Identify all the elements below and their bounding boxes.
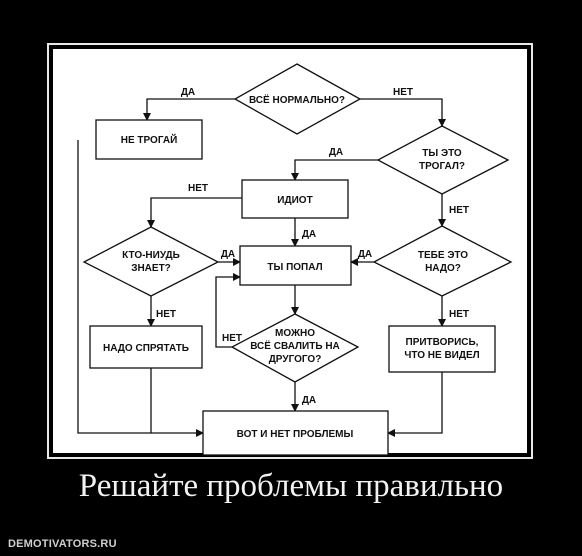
edge-normal-yes (143, 98, 235, 121)
edge-normal-no (360, 98, 446, 127)
box-pritvoris: ПРИТВОРИСЬ, ЧТО НЕ ВИДЕЛ (388, 325, 496, 373)
label-no: НЕТ (393, 87, 413, 98)
svg-text:НАДО?: НАДО? (425, 263, 461, 274)
poster-frame (47, 43, 533, 459)
edge-idiot-no (147, 197, 242, 228)
decision-ty-eto-trogal: ТЫ ЭТО ТРОГАЛ? (376, 125, 510, 195)
label-no: НЕТ (449, 205, 469, 216)
edge-trogal-yes (291, 159, 378, 181)
svg-text:ТЫ ЭТО: ТЫ ЭТО (422, 148, 462, 159)
edge-mozhno-no (215, 273, 241, 348)
decision-kto-niud-znaet: КТО-НИУДЬ ЗНАЕТ? (82, 226, 220, 297)
svg-text:ДРУГОГО?: ДРУГОГО? (269, 354, 322, 365)
edge-pritvoris-down (387, 372, 443, 437)
label-yes: ДА (329, 147, 343, 158)
label-yes: ДА (221, 249, 235, 260)
svg-text:НЕ ТРОГАЙ: НЕ ТРОГАЙ (121, 133, 178, 146)
svg-text:ПРИТВОРИСЬ,: ПРИТВОРИСЬ, (406, 337, 479, 348)
svg-text:ТЕБЕ ЭТО: ТЕБЕ ЭТО (418, 250, 468, 261)
box-idiot: ИДИОТ (241, 179, 349, 219)
connectors (77, 98, 446, 437)
decision-vse-normalno: ВСЁ НОРМАЛЬНО? (233, 63, 362, 135)
label-no: НЕТ (222, 333, 242, 344)
site-watermark: DEMOTIVATORS.RU (8, 538, 117, 550)
label-yes: ДА (181, 87, 195, 98)
label-yes: ДА (358, 249, 372, 260)
box-nado-spryatat: НАДО СПРЯТАТЬ (89, 325, 203, 369)
svg-text:ЗНАЕТ?: ЗНАЕТ? (131, 263, 171, 274)
decision-tebe-eto-nado: ТЕБЕ ЭТО НАДО? (372, 225, 513, 297)
svg-text:МОЖНО: МОЖНО (275, 328, 315, 339)
svg-text:ВСЁ СВАЛИТЬ НА: ВСЁ СВАЛИТЬ НА (250, 339, 340, 352)
label-no: НЕТ (156, 309, 176, 320)
svg-text:ИДИОТ: ИДИОТ (277, 195, 312, 206)
box-ne-trogai: НЕ ТРОГАЙ (95, 119, 203, 160)
edge-labels: ДА НЕТ ДА НЕТ НЕТ ДА ДА ДА НЕТ НЕТ НЕТ Д… (156, 87, 469, 406)
label-no: НЕТ (449, 309, 469, 320)
label-no: НЕТ (188, 183, 208, 194)
label-yes: ДА (302, 395, 316, 406)
svg-text:КТО-НИУДЬ: КТО-НИУДЬ (122, 250, 180, 261)
decision-mozhno-svalit: МОЖНО ВСЁ СВАЛИТЬ НА ДРУГОГО? (230, 313, 360, 383)
edge-netrogai-down (77, 140, 204, 437)
poster-caption: Решайте проблемы правильно (78, 468, 504, 504)
svg-text:НАДО СПРЯТАТЬ: НАДО СПРЯТАТЬ (103, 343, 189, 354)
svg-text:ВОТ И НЕТ ПРОБЛЕМЫ: ВОТ И НЕТ ПРОБЛЕМЫ (237, 429, 354, 440)
label-yes: ДА (302, 229, 316, 240)
box-vot-i-net-problemy: ВОТ И НЕТ ПРОБЛЕМЫ (202, 410, 389, 456)
svg-text:ВСЁ НОРМАЛЬНО?: ВСЁ НОРМАЛЬНО? (249, 93, 345, 106)
svg-text:ТРОГАЛ?: ТРОГАЛ? (419, 161, 465, 172)
svg-text:ЧТО НЕ ВИДЕЛ: ЧТО НЕ ВИДЕЛ (404, 350, 479, 361)
box-ty-popal: ТЫ ПОПАЛ (239, 245, 352, 286)
svg-text:ТЫ ПОПАЛ: ТЫ ПОПАЛ (267, 262, 322, 273)
